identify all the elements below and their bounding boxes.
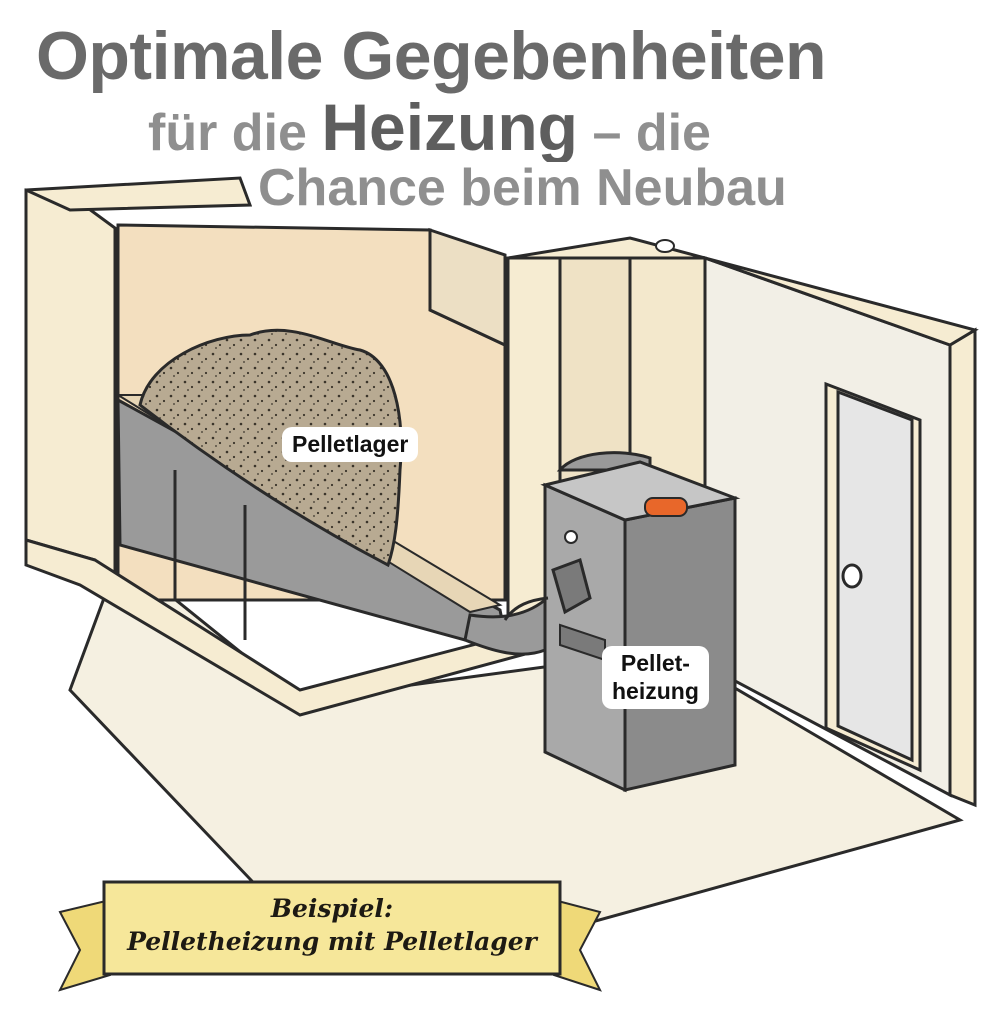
ceiling-vent-icon [655, 239, 675, 253]
storage-side-wall [428, 227, 507, 348]
top-wall-edge [507, 236, 979, 347]
banner-ribbon-left [58, 898, 111, 992]
outer-right-wall [948, 327, 977, 808]
heater-feed-chute-icon [551, 558, 592, 615]
pellet-pile [138, 328, 403, 568]
heater-feed-pipe [503, 596, 549, 621]
heater-gauge-icon [564, 530, 578, 544]
pellet-heater-side [623, 496, 737, 792]
label-pelletheizung-line2: heizung [612, 677, 699, 704]
banner-ribbon [102, 880, 562, 976]
title-line-2-prefix: für die [148, 104, 322, 162]
title-line-2-strong: Heizung [321, 90, 578, 164]
banner-caption-line2: Pelletheizung mit Pelletlager [127, 926, 537, 956]
door-handle-icon [841, 563, 863, 589]
title-line-2-suffix: – die [578, 104, 711, 162]
banner-caption: Beispiel: Pelletheizung mit Pelletlager [110, 893, 554, 958]
outer-back-wall-top [25, 176, 253, 212]
label-pelletlager: Pelletlager [284, 429, 417, 460]
title-line-2: für die Heizung – die [148, 94, 711, 160]
banner-caption-line1: Beispiel: [270, 894, 394, 923]
label-pelletheizung: Pellet- heizung [604, 648, 707, 708]
title-line-1: Optimale Gegebenheiten [36, 18, 827, 94]
title-line-3: Chance beim Neubau [252, 162, 793, 218]
heater-status-light-icon [644, 497, 688, 517]
door [836, 389, 914, 763]
outer-left-wall [24, 188, 117, 601]
label-pelletheizung-line1: Pellet- [620, 650, 690, 676]
